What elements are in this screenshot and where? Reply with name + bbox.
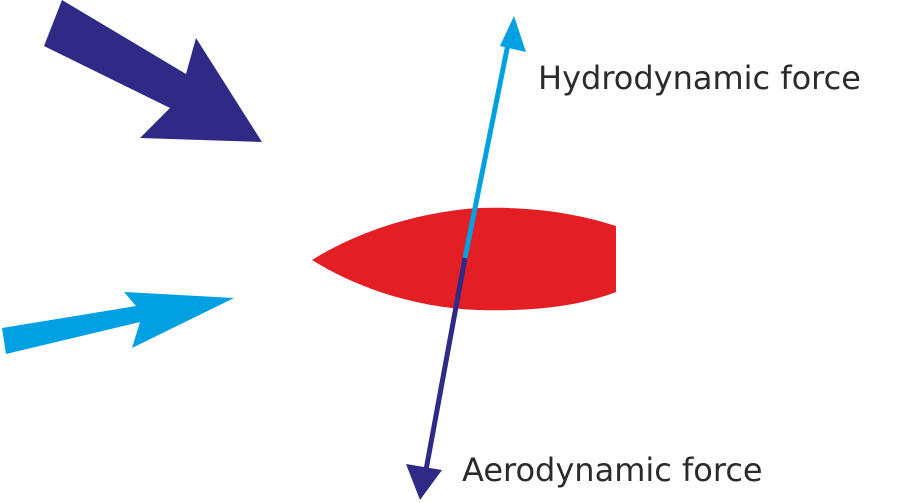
wind-arrow-dark bbox=[44, 0, 262, 142]
hydrodynamic-force-shaft bbox=[462, 43, 511, 259]
aerodynamic-force-shaft bbox=[423, 257, 468, 471]
current-arrow-light bbox=[2, 292, 234, 354]
aerodynamic-force-arrowhead bbox=[406, 464, 442, 500]
aerodynamic-force-label: Aerodynamic force bbox=[462, 451, 763, 489]
hydrodynamic-force-label: Hydrodynamic force bbox=[538, 59, 861, 97]
hydrodynamic-force-arrowhead bbox=[500, 16, 526, 52]
